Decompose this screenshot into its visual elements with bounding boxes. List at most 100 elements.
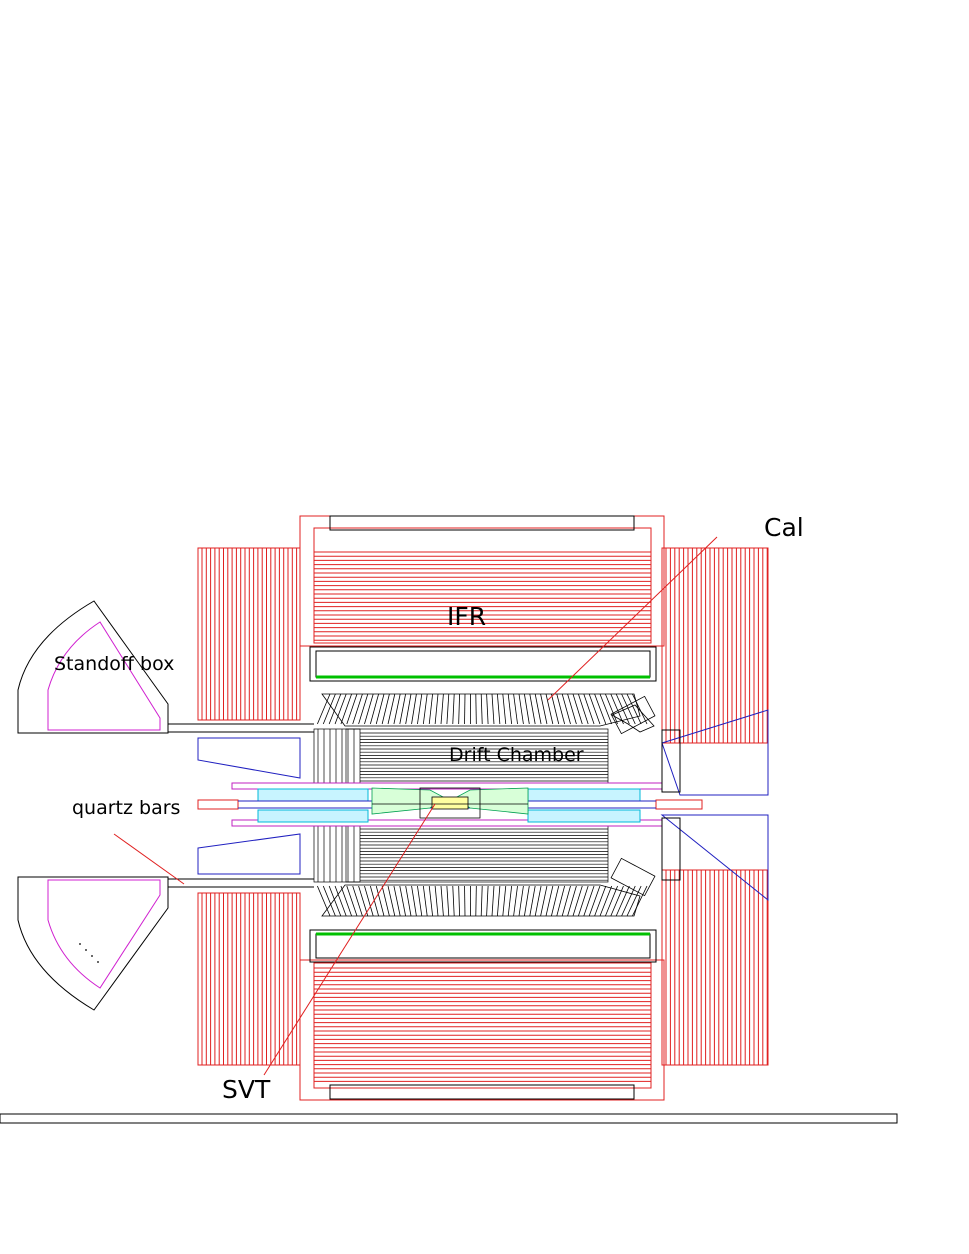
cal-crystal-line bbox=[524, 885, 530, 917]
cal-crystal-line bbox=[480, 885, 483, 917]
cal-crystal-line bbox=[334, 693, 347, 725]
cal-crystal-line bbox=[551, 885, 560, 917]
cal-crystal-line bbox=[534, 885, 542, 917]
cal-crystal-line bbox=[513, 693, 518, 725]
cal-crystal-line bbox=[422, 693, 428, 725]
cal-crystal-line bbox=[364, 693, 374, 725]
cal-crystal-line bbox=[610, 885, 624, 917]
cal-crystal-line bbox=[632, 693, 648, 725]
cal-crystal-line bbox=[417, 693, 423, 725]
cal-crystal-line bbox=[393, 885, 401, 917]
cal-crystal-line bbox=[480, 693, 483, 725]
ifr-barrel-top bbox=[299, 515, 665, 647]
cal-crystal-line bbox=[369, 885, 379, 917]
cal-crystal-line bbox=[594, 693, 607, 725]
cal-crystal-line bbox=[317, 693, 331, 725]
cal-crystal-line bbox=[434, 885, 439, 917]
cal-crystal-line bbox=[605, 885, 618, 917]
cal-crystal-line bbox=[502, 885, 507, 917]
drift-chamber-bottom bbox=[313, 825, 609, 883]
cal-crystal-line bbox=[615, 885, 630, 917]
cal-crystal-line bbox=[507, 693, 513, 725]
cal-crystal-line bbox=[422, 885, 428, 917]
cal-crystal-line bbox=[375, 693, 385, 725]
cal-crystal-line bbox=[513, 885, 518, 917]
solenoid-magnet bbox=[309, 646, 657, 963]
cal-crystal-line bbox=[322, 885, 336, 917]
cal-crystal-line bbox=[605, 693, 618, 725]
cal-crystal-line bbox=[405, 693, 412, 725]
cal-crystal-line bbox=[556, 885, 565, 917]
cal-crystal-line bbox=[411, 693, 417, 725]
cal-crystal-line bbox=[626, 693, 642, 725]
cal-crystal-line bbox=[393, 693, 401, 725]
svt-vertex-tracker bbox=[371, 787, 529, 819]
cal-crystal-line bbox=[594, 885, 607, 917]
cal-crystal-line bbox=[578, 693, 589, 725]
cal-crystal-line bbox=[545, 693, 554, 725]
cal-crystal-line bbox=[599, 693, 613, 725]
cal-crystal-line bbox=[440, 693, 444, 725]
cal-crystal-line bbox=[518, 885, 524, 917]
label-svt: SVT bbox=[222, 1075, 271, 1104]
cal-crystal-line bbox=[387, 693, 396, 725]
cal-crystal-line bbox=[615, 693, 630, 725]
cal-crystal-line bbox=[411, 885, 417, 917]
cal-crystal-line bbox=[417, 885, 423, 917]
ifr-barrel-bottom bbox=[299, 959, 665, 1101]
cal-crystal-line bbox=[545, 885, 554, 917]
cal-crystal-line bbox=[428, 885, 433, 917]
cal-crystal-line bbox=[381, 693, 390, 725]
cal-crystal-line bbox=[502, 693, 507, 725]
cal-crystal-line bbox=[534, 693, 542, 725]
cal-crystal-line bbox=[434, 693, 439, 725]
cal-crystal-line bbox=[486, 693, 489, 725]
cal-crystal-line bbox=[551, 693, 560, 725]
cal-crystal-line bbox=[322, 693, 336, 725]
cal-crystal-line bbox=[428, 693, 433, 725]
label-quartz-bars: quartz bars bbox=[72, 797, 180, 819]
cal-crystal-line bbox=[458, 693, 460, 725]
cal-crystal-line bbox=[317, 885, 331, 917]
drift-chamber-top bbox=[313, 728, 609, 784]
cal-crystal-line bbox=[518, 693, 524, 725]
cal-crystal-line bbox=[529, 693, 536, 725]
quartz-pointer bbox=[113, 833, 185, 885]
cal-crystal-line bbox=[524, 693, 530, 725]
cal-crystal-line bbox=[540, 885, 548, 917]
cal-crystal-line bbox=[328, 693, 342, 725]
cal-crystal-line bbox=[381, 885, 390, 917]
cal-crystal-line bbox=[497, 885, 501, 917]
cal-crystal-line bbox=[572, 885, 583, 917]
cal-crystal-line bbox=[346, 885, 358, 917]
cal-crystal-line bbox=[588, 693, 601, 725]
floor-bar bbox=[0, 1113, 898, 1124]
calorimeter-bottom bbox=[317, 857, 656, 917]
cal-crystal-line bbox=[583, 693, 595, 725]
cal-crystal-line bbox=[346, 693, 358, 725]
cal-crystal-line bbox=[578, 885, 589, 917]
cal-crystal-line bbox=[446, 693, 450, 725]
cal-pointer bbox=[547, 536, 718, 701]
cal-crystal-line bbox=[583, 885, 595, 917]
cal-crystal-line bbox=[352, 885, 363, 917]
cal-crystal-line bbox=[561, 885, 571, 917]
dirc-quartz-bars bbox=[168, 723, 703, 888]
cal-crystal-line bbox=[621, 693, 636, 725]
label-ifr: IFR bbox=[447, 602, 486, 631]
label-cal: Cal bbox=[764, 513, 804, 542]
cal-crystal-line bbox=[375, 885, 385, 917]
cal-crystal-line bbox=[475, 885, 477, 917]
label-pointers bbox=[113, 536, 718, 1076]
cal-crystal-line bbox=[405, 885, 412, 917]
cal-crystal-line bbox=[399, 885, 406, 917]
cal-crystal-line bbox=[561, 693, 571, 725]
cal-crystal-line bbox=[572, 693, 583, 725]
ifr-endcap-right bbox=[661, 547, 769, 1066]
cal-crystal-line bbox=[399, 693, 406, 725]
cal-crystal-line bbox=[340, 693, 352, 725]
ifr-endcap-left bbox=[197, 547, 301, 1066]
cal-crystal-line bbox=[369, 693, 379, 725]
cal-crystal-line bbox=[475, 693, 477, 725]
cal-crystal-line bbox=[567, 885, 577, 917]
